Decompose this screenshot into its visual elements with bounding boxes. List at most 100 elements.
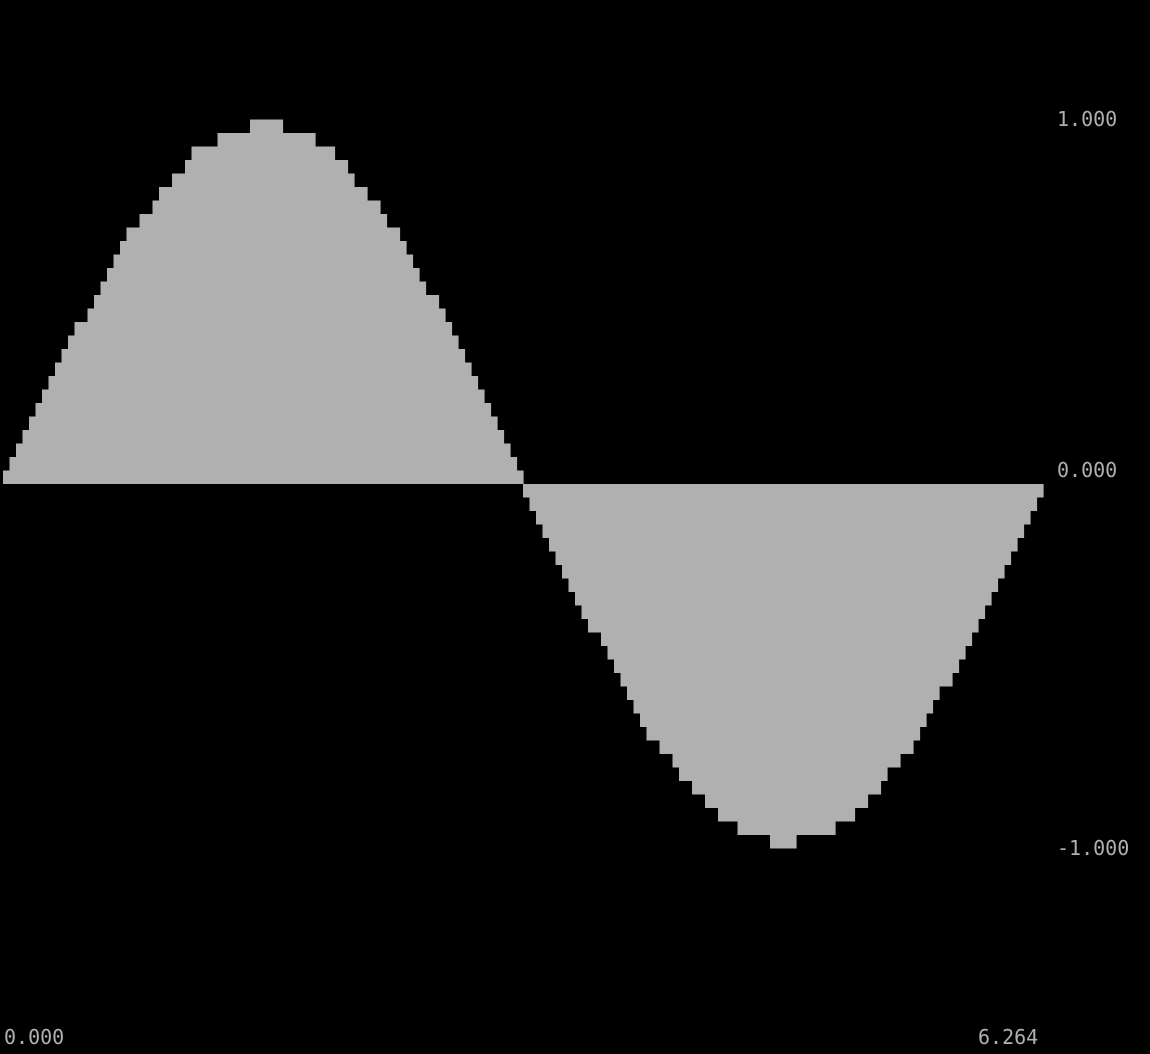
area-column <box>282 133 290 484</box>
area-column <box>549 484 557 552</box>
area-column <box>9 457 17 484</box>
area-column <box>425 295 433 484</box>
area-column <box>100 281 108 484</box>
area-column <box>380 214 388 484</box>
area-column <box>217 133 225 484</box>
area-column <box>945 484 953 687</box>
area-column <box>458 349 466 484</box>
area-column <box>971 484 979 633</box>
area-column <box>984 484 992 606</box>
area-column <box>81 322 89 484</box>
area-column <box>536 484 544 525</box>
area-column <box>874 484 882 795</box>
area-column <box>601 484 609 646</box>
area-column <box>744 484 752 835</box>
area-column <box>172 173 180 484</box>
area-column <box>900 484 908 754</box>
area-column <box>991 484 999 592</box>
area-column <box>94 295 102 484</box>
area-column <box>159 187 167 484</box>
area-column <box>926 484 934 714</box>
area-column <box>451 335 459 484</box>
area-column <box>68 335 76 484</box>
area-column <box>835 484 843 822</box>
area-column <box>334 160 342 484</box>
area-column <box>406 254 414 484</box>
area-column <box>737 484 745 835</box>
area-column <box>802 484 810 835</box>
area-column <box>328 146 336 484</box>
area-column <box>880 484 888 781</box>
area-column <box>718 484 726 822</box>
y-axis-max-label: 1.000 <box>1057 107 1118 131</box>
area-column <box>224 133 232 484</box>
area-column <box>861 484 869 808</box>
area-column <box>679 484 687 781</box>
area-column <box>1023 484 1031 525</box>
area-column <box>724 484 732 822</box>
x-axis-min-label: 0.000 <box>4 1025 65 1049</box>
area-column <box>1017 484 1025 538</box>
area-column <box>35 403 43 484</box>
area-column <box>74 322 82 484</box>
area-column <box>204 146 212 484</box>
area-column <box>666 484 674 754</box>
area-column <box>295 133 303 484</box>
area-column <box>952 484 960 673</box>
area-column <box>360 187 368 484</box>
area-column <box>659 484 667 754</box>
area-column <box>542 484 550 538</box>
area-column <box>256 119 264 484</box>
area-column <box>113 254 121 484</box>
area-column <box>120 241 128 484</box>
area-column <box>809 484 817 835</box>
area-column <box>1004 484 1012 565</box>
area-column <box>276 119 284 484</box>
area-column <box>640 484 648 727</box>
area-column <box>432 295 440 484</box>
area-column <box>939 484 947 687</box>
area-column <box>893 484 901 768</box>
area-column <box>87 308 95 484</box>
area-column <box>211 146 219 484</box>
area-column <box>445 322 453 484</box>
area-column <box>302 133 310 484</box>
y-axis-zero-label: 0.000 <box>1057 458 1118 482</box>
area-column <box>412 268 420 484</box>
area-column <box>1036 484 1044 498</box>
area-column <box>932 484 940 700</box>
area-column <box>347 173 355 484</box>
area-column <box>510 457 518 484</box>
area-column <box>263 119 271 484</box>
area-column <box>133 227 141 484</box>
area-column <box>529 484 537 511</box>
area-column <box>399 241 407 484</box>
area-column <box>614 484 622 673</box>
area-column <box>477 389 485 484</box>
area-column <box>48 376 56 484</box>
area-column <box>438 308 446 484</box>
area-column <box>919 484 927 727</box>
area-column <box>471 376 479 484</box>
area-column <box>705 484 713 808</box>
area-column <box>776 484 784 849</box>
area-column <box>646 484 654 741</box>
area-column <box>906 484 914 754</box>
area-column <box>464 362 472 484</box>
area-column <box>237 133 245 484</box>
area-column <box>185 160 193 484</box>
area-column <box>178 173 186 484</box>
area-column <box>523 484 531 498</box>
area-column <box>913 484 921 741</box>
area-column <box>55 362 63 484</box>
area-column <box>107 268 115 484</box>
area-column <box>796 484 804 835</box>
area-column <box>620 484 628 687</box>
area-column <box>653 484 661 741</box>
area-column <box>367 200 375 484</box>
area-column <box>763 484 771 835</box>
area-column <box>627 484 635 700</box>
area-column <box>685 484 693 781</box>
area-column <box>555 484 563 565</box>
